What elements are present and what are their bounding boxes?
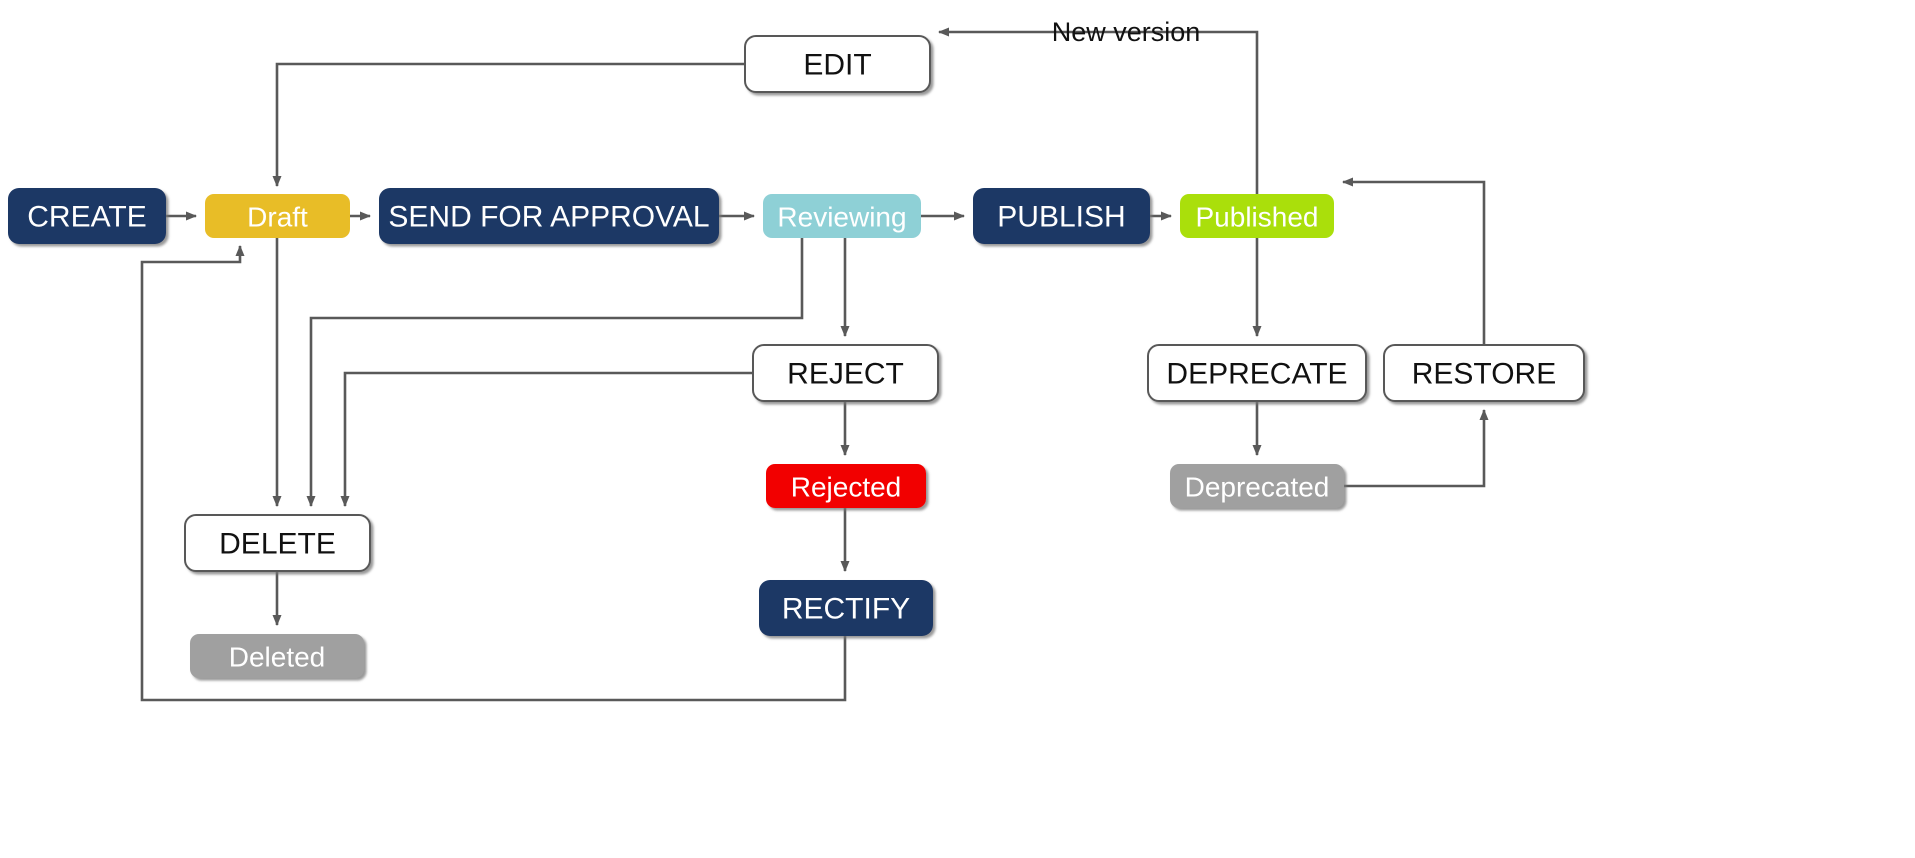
node-label-deprecated: Deprecated: [1185, 472, 1330, 503]
node-publish[interactable]: PUBLISH: [973, 188, 1150, 244]
node-shape-rectify: [759, 580, 933, 636]
node-deleted[interactable]: Deleted: [190, 634, 364, 678]
node-send[interactable]: SEND FOR APPROVAL: [379, 188, 719, 244]
node-deprecated[interactable]: Deprecated: [1170, 464, 1344, 508]
node-shape-draft: [205, 194, 350, 238]
node-shape-deprecated: [1170, 464, 1344, 508]
node-label-published: Published: [1196, 202, 1319, 233]
node-shape-send: [379, 188, 719, 244]
node-shape-published: [1180, 194, 1334, 238]
node-delete[interactable]: DELETE: [184, 514, 371, 572]
connector-published-to-edit: [938, 27, 1259, 194]
node-label-draft: Draft: [247, 202, 308, 233]
edge-label-new-version: New version: [1052, 17, 1201, 47]
connector-rectify-to-draft: [140, 245, 847, 702]
node-shape-create: [8, 188, 166, 244]
node-shape-edit: [744, 35, 931, 93]
node-shape-publish: [973, 188, 1150, 244]
node-shape-deleted: [190, 634, 364, 678]
node-shape-reviewing: [763, 194, 921, 238]
node-label-create: CREATE: [27, 201, 146, 234]
node-label-send: SEND FOR APPROVAL: [388, 201, 709, 234]
connector-layer: [140, 27, 1489, 702]
node-label-deleted: Deleted: [229, 642, 326, 673]
node-label-publish: PUBLISH: [997, 201, 1125, 234]
node-rectify[interactable]: RECTIFY: [759, 580, 933, 636]
node-deprecate[interactable]: DEPRECATE: [1147, 344, 1367, 402]
node-create[interactable]: CREATE: [8, 188, 166, 244]
node-layer: CREATE Draft SEND FOR APPROVAL Reviewing PUB…: [8, 35, 1585, 678]
node-label-restore: RESTORE: [1412, 358, 1556, 391]
node-shape-deprecate: [1147, 344, 1367, 402]
node-reviewing[interactable]: Reviewing: [763, 194, 921, 238]
node-label-deprecate: DEPRECATE: [1166, 358, 1347, 391]
node-shape-reject: [752, 344, 939, 402]
node-edit[interactable]: EDIT: [744, 35, 931, 93]
node-label-edit: EDIT: [803, 49, 871, 82]
node-label-rejected: Rejected: [791, 472, 902, 503]
node-reject[interactable]: REJECT: [752, 344, 939, 402]
node-draft[interactable]: Draft: [205, 194, 350, 238]
node-rejected[interactable]: Rejected: [766, 464, 926, 508]
connector-reviewing-to-delete: [306, 238, 804, 507]
node-label-rectify: RECTIFY: [782, 593, 910, 626]
node-label-reject: REJECT: [787, 358, 904, 391]
connector-edit-to-draft: [272, 62, 745, 187]
connector-reject-to-delete: [340, 371, 753, 507]
edge-label-layer: New version: [1052, 17, 1201, 47]
node-published[interactable]: Published: [1180, 194, 1334, 238]
node-shape-rejected: [766, 464, 926, 508]
node-label-reviewing: Reviewing: [777, 202, 906, 233]
node-label-delete: DELETE: [219, 528, 336, 561]
connector-deprecated-to-restore: [1344, 409, 1489, 488]
node-shape-delete: [184, 514, 371, 572]
connector-restore-to-published: [1342, 177, 1486, 345]
node-restore[interactable]: RESTORE: [1383, 344, 1585, 402]
node-shape-restore: [1383, 344, 1585, 402]
